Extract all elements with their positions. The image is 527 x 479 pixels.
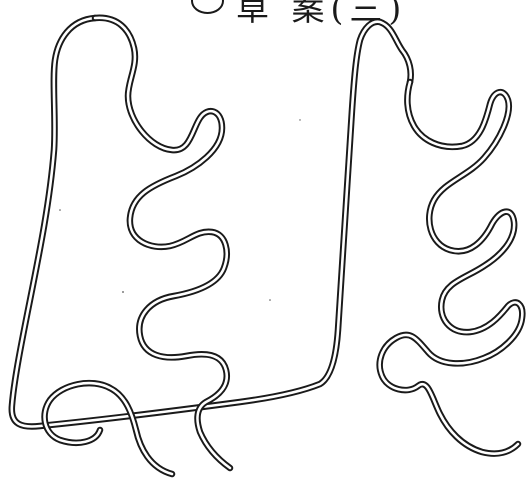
- speck: [122, 291, 124, 293]
- wavy-wire-icon: [380, 82, 523, 454]
- left-wave-core: [95, 18, 230, 468]
- right-wave-outline: [380, 82, 523, 454]
- speck: [269, 299, 271, 301]
- left-loop-core: [12, 18, 411, 427]
- left-loop-outline: [12, 18, 411, 427]
- speck: [59, 209, 61, 211]
- speck: [299, 119, 300, 120]
- bottom-curl-outline: [45, 383, 172, 474]
- wire-loop-icon: [12, 18, 411, 474]
